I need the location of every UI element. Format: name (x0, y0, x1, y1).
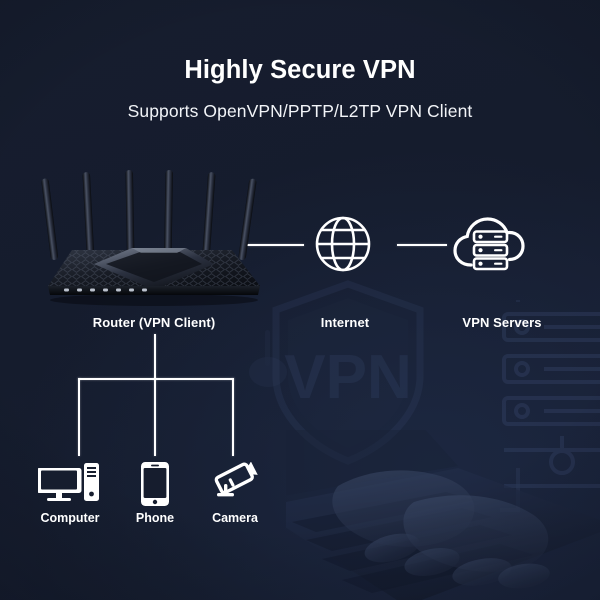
wifi-router-icon (36, 168, 262, 308)
page-subtitle: Supports OpenVPN/PPTP/L2TP VPN Client (127, 101, 473, 121)
connector-router-to-internet (247, 244, 304, 246)
connector-internet-to-servers (397, 244, 447, 246)
label-internet: Internet (320, 315, 370, 330)
label-computer: Computer (40, 511, 100, 525)
label-vpn-servers: VPN Servers (462, 315, 542, 330)
connector-drop-computer (78, 378, 80, 456)
svg-text:VPN: VPN (284, 343, 411, 412)
page-title: Highly Secure VPN (184, 56, 416, 84)
security-camera-icon (211, 461, 259, 506)
connector-router-trunk (154, 334, 156, 380)
background-server-rack-graphic (480, 258, 600, 530)
label-camera: Camera (212, 511, 258, 525)
label-phone: Phone (135, 511, 175, 525)
cloud-server-icon (453, 213, 525, 275)
smartphone-icon (139, 461, 171, 507)
desktop-computer-icon (36, 463, 100, 505)
connector-drop-camera (232, 378, 234, 456)
connector-drop-phone (154, 378, 156, 456)
connector-client-bus (78, 378, 234, 380)
globe-icon (314, 215, 372, 273)
background-laptop-hands (246, 382, 600, 600)
background-vpn-shield-watermark: VPN (268, 280, 428, 465)
label-router: Router (VPN Client) (92, 315, 216, 330)
background-lamp-silhouette (246, 330, 306, 470)
